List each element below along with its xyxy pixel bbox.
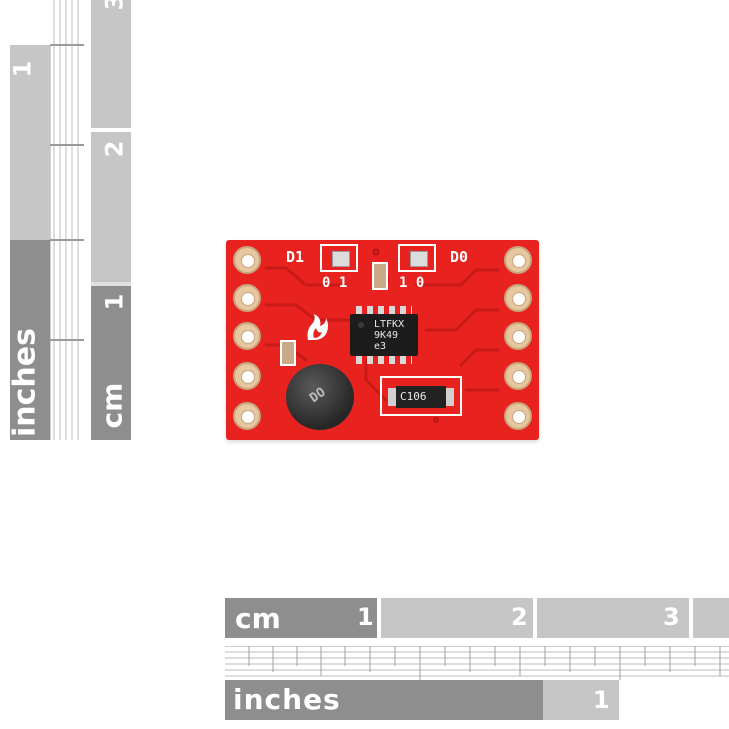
pin-pad [233,284,261,312]
ic-text-line2: 9K49 [374,330,399,341]
left-cm-ruler-divider [91,282,131,286]
bottom-inches-number-1: 1 [593,686,610,714]
bottom-inches-ruler-light [543,680,619,720]
pcb-board: D1 D0 0 1 1 0 LTFKX 9K49 e3 DO C106 [226,240,539,440]
ic-body [350,314,418,356]
left-inches-ticks [50,0,84,440]
left-cm-number-1: 1 [100,293,129,311]
left-inches-ruler-dark [10,240,50,440]
pin-pad [233,402,261,430]
ic-pins-bottom [356,356,412,364]
bottom-ruler: cm 1 2 3 inches 1 [225,598,729,720]
bottom-inches-ticks [225,646,729,680]
bottom-inches-ruler-dark [225,680,543,720]
led-d0-component [410,251,428,267]
diode-pad-left [388,388,396,406]
bottom-inches-label: inches [233,683,341,716]
pin-pad [233,362,261,390]
left-cm-ruler-segment-1 [91,286,131,440]
pin-pad [504,362,532,390]
led-d0-label: D0 [450,248,469,266]
jumper-right-label: 1 0 [399,275,425,291]
led-d0-outline [398,244,436,272]
left-cm-ruler-segment-2 [91,132,131,282]
sparkfun-logo-icon [307,314,328,340]
diode-body [396,386,446,408]
diode-pad-right [446,388,454,406]
inductor: DO [286,364,354,430]
pin-pad [504,322,532,350]
diode-label: C106 [400,390,427,403]
bottom-cm-label: cm [235,602,281,635]
right-pin-header [501,242,535,438]
ic-text-line1: LTFKX [374,319,405,330]
bottom-cm-ruler-segment-1 [225,598,377,638]
pin-pad [504,246,532,274]
ic-text-line3: e3 [374,341,387,352]
pin-pad [233,322,261,350]
bottom-cm-ruler-segment-3 [537,598,689,638]
smd-capacitor-left [280,340,296,366]
ic-dot [358,322,364,328]
left-cm-ruler-segment-3 [91,0,131,128]
left-inches-number-1: 1 [8,60,37,78]
diode-outline [380,376,462,416]
smd-capacitor-top [372,262,388,290]
pin-pad [504,402,532,430]
left-ruler: 1 inches 3 2 1 cm [0,0,135,440]
inductor-body [286,364,354,430]
pin-pad [233,246,261,274]
ic-pins-top [356,306,412,314]
bottom-cm-ruler-segment-4 [693,598,729,638]
bottom-cm-number-3: 3 [663,603,680,631]
diode: C106 [388,386,454,408]
left-cm-label: cm [95,382,129,429]
left-cm-number-3: 3 [100,0,129,11]
left-pin-header [230,242,264,438]
bottom-cm-number-1: 1 [357,603,374,631]
bottom-cm-ruler-segment-2 [381,598,533,638]
left-inches-ruler-light [10,45,50,240]
left-inches-label: inches [7,328,43,437]
bottom-cm-number-2: 2 [511,603,528,631]
ic-chip: LTFKX 9K49 e3 [346,306,422,364]
jumper-left-label: 0 1 [322,275,348,291]
led-d1-label: D1 [286,248,305,266]
led-d1-component [332,251,350,267]
pin-pad [504,284,532,312]
left-cm-number-2: 2 [100,140,129,158]
led-d1-outline [320,244,358,272]
